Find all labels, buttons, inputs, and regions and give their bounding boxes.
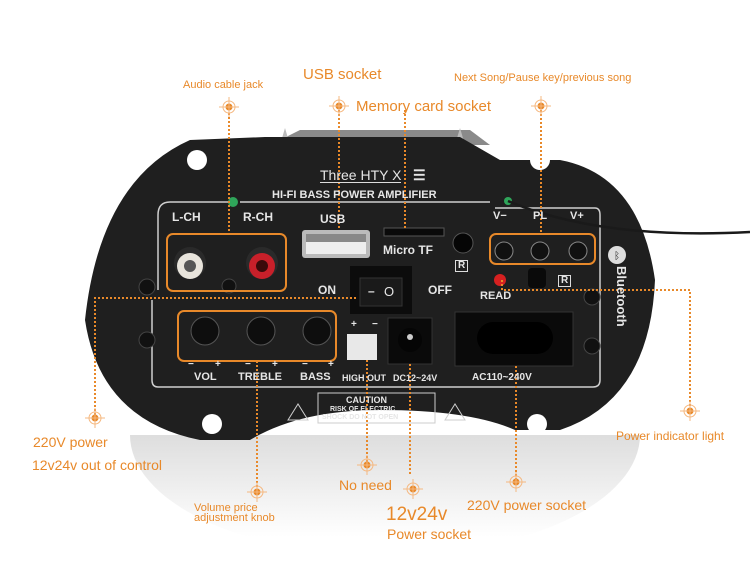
subtitle: HI-FI BASS POWER AMPLIFIER (272, 189, 437, 201)
ac-socket[interactable] (454, 311, 574, 367)
callout-power-indicator: Power indicator light (616, 429, 725, 443)
callout-volume-2: adjustment knob (194, 512, 275, 524)
pause-label: PL (533, 210, 548, 222)
v-minus-label: V− (493, 210, 507, 222)
warning-triangle-icon (444, 403, 466, 421)
r-mark-2: R (558, 275, 572, 287)
off-label: OFF (428, 283, 452, 297)
high-out-plus: + (351, 319, 357, 330)
brand-title: Three HTY X (320, 167, 402, 183)
bass-label: BASS (300, 371, 331, 383)
treble-minus: − (245, 359, 251, 370)
r-ch-label: R-CH (243, 210, 273, 224)
vol-minus: − (188, 359, 194, 370)
caution-box (317, 392, 436, 424)
mount-hole (187, 150, 207, 170)
callout-audio-cable-jack: Audio cable jack (183, 79, 264, 91)
leader-lines (94, 110, 691, 493)
aux-jack[interactable] (452, 232, 474, 254)
svg-text:ᛒ: ᛒ (614, 251, 620, 262)
power-switch[interactable] (350, 266, 412, 314)
bluetooth-label: Bluetooth (614, 266, 629, 327)
caution-line-1: RISK OF ELECTRIC (330, 406, 396, 413)
control-buttons (494, 241, 588, 261)
callout-dc-voltage: 12v24v (386, 504, 448, 525)
read-label: READ (480, 290, 512, 302)
callout-volume-1: Volume price (194, 502, 258, 514)
bluetooth-icon (608, 246, 626, 264)
knobs (190, 316, 332, 346)
callout-power-socket: Power socket (387, 526, 472, 542)
caution-title: CAUTION (346, 395, 387, 405)
callout-next-song: Next Song/Pause key/previous song (454, 72, 632, 84)
callout-usb-socket: USB socket (303, 66, 382, 83)
usb-label: USB (320, 212, 346, 226)
r-mark: R (455, 260, 469, 272)
callout-out-of-control: 12v24v out of control (32, 457, 162, 473)
high-out-label: HIGH OUT (342, 373, 386, 383)
treble-knob[interactable] (246, 316, 276, 346)
micro-tf-label: Micro TF (383, 243, 433, 257)
caution-line-2: SHOCK DO NOT OPEN (322, 414, 399, 421)
callout-220v-power: 220V power (33, 434, 108, 450)
ir-receiver (528, 268, 546, 288)
callout-memory-card-socket: Memory card socket (356, 98, 492, 115)
callout-no-need: No need (339, 477, 392, 493)
bass-plus: + (328, 359, 334, 370)
l-ch-label: L-CH (172, 210, 201, 224)
on-label: ON (318, 283, 336, 297)
v-plus-label: V+ (570, 210, 584, 222)
vol-knob[interactable] (190, 316, 220, 346)
treble-label: TREBLE (238, 371, 282, 383)
pause-button[interactable] (530, 241, 550, 261)
vol-label: VOL (194, 371, 217, 383)
bass-knob[interactable] (302, 316, 332, 346)
switch-off-mark: O (384, 284, 395, 299)
green-led (228, 197, 238, 207)
antenna-cable (507, 199, 750, 235)
rca-left-jack[interactable] (174, 247, 206, 279)
next-button[interactable] (568, 241, 588, 261)
switch-on-mark: – (368, 284, 375, 298)
target-markers (85, 96, 700, 502)
bass-minus: − (302, 359, 308, 370)
callout-ac-socket: 220V power socket (467, 497, 587, 513)
red-led (494, 274, 506, 286)
rca-right-jack[interactable] (246, 247, 278, 279)
dc-label: DC12~24V (393, 373, 438, 383)
menu-icon: ☰ (413, 167, 426, 183)
micro-tf-slot[interactable] (383, 227, 445, 237)
usb-port[interactable] (302, 230, 370, 258)
mount-hole (202, 414, 222, 434)
treble-plus: + (272, 359, 278, 370)
highlight-boxes (166, 233, 596, 362)
dc-jack[interactable] (387, 317, 433, 365)
vol-plus: + (215, 359, 221, 370)
high-out-minus: − (372, 319, 378, 330)
prev-button[interactable] (494, 241, 514, 261)
warning-triangle-icon (287, 403, 309, 421)
ac-label: AC110~240V (472, 372, 532, 383)
screws (138, 278, 601, 355)
high-out-connector[interactable] (347, 334, 377, 360)
mount-hole (527, 414, 547, 434)
